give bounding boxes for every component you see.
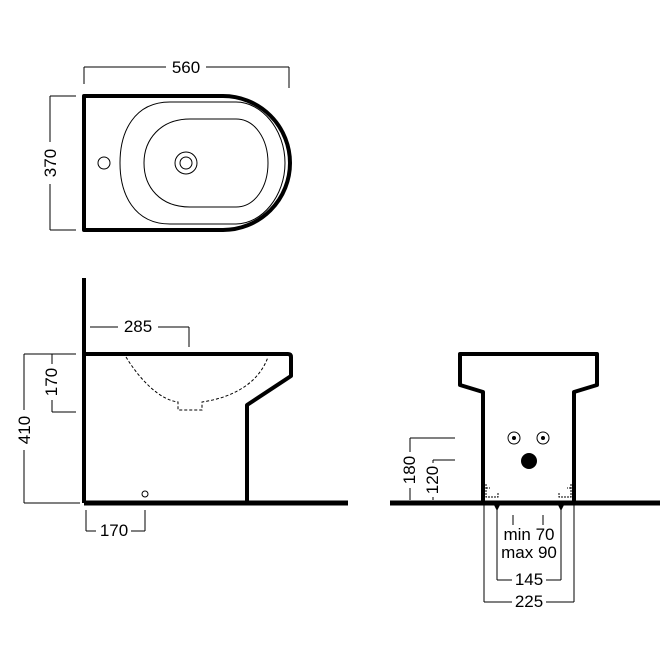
water-inlet-right-icon xyxy=(536,431,550,445)
side-body-outline xyxy=(84,352,293,501)
top-rim xyxy=(119,101,286,225)
dim-410-label: 410 xyxy=(15,416,34,444)
min-label: min 70 xyxy=(503,525,554,544)
drain-outer-icon xyxy=(174,151,198,175)
water-inlet-right-core xyxy=(541,436,545,440)
dim-370-label: 370 xyxy=(41,149,60,177)
dim-170v-label: 170 xyxy=(42,368,61,396)
max-label: max 90 xyxy=(501,543,557,562)
water-inlet-left-icon xyxy=(507,431,521,445)
front-body-outline xyxy=(458,352,599,501)
drain-inner-icon xyxy=(179,156,193,170)
top-outline xyxy=(82,94,292,232)
dim-285-label: 285 xyxy=(124,317,152,336)
dim-180-label: 180 xyxy=(400,456,419,484)
dim-120-label: 120 xyxy=(423,466,442,494)
tap-hole-icon xyxy=(97,156,111,170)
top-view: 560 370 xyxy=(41,58,292,232)
water-inlet-left-core xyxy=(512,436,516,440)
drain-outlet-icon xyxy=(521,453,537,469)
fixing-bracket-right xyxy=(558,484,572,498)
dim-560-label: 560 xyxy=(172,58,200,77)
dim-170h-label: 170 xyxy=(100,521,128,540)
side-drain-point-icon xyxy=(141,490,149,498)
fixing-bracket-left xyxy=(485,484,499,498)
arrow-left-icon xyxy=(494,505,500,511)
top-bowl xyxy=(143,118,269,208)
side-bowl-hidden xyxy=(125,356,269,411)
arrow-right-icon xyxy=(558,505,564,511)
side-view: 285 410 170 170 xyxy=(15,278,348,540)
dim-145-label: 145 xyxy=(515,570,543,589)
front-view: 180 120 min 70 max 90 145 225 xyxy=(390,352,660,611)
dim-225-label: 225 xyxy=(515,592,543,611)
